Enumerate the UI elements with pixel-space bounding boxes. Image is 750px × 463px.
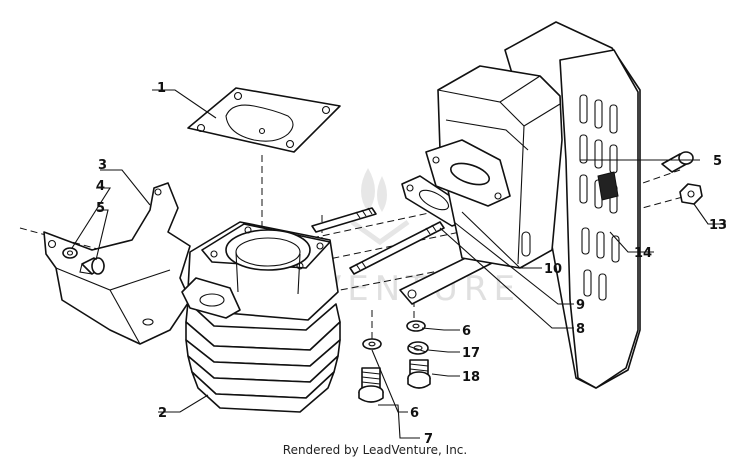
callout-7: 7	[424, 432, 433, 447]
cylinder	[181, 221, 341, 413]
screw-right	[661, 151, 694, 173]
callout-4: 4	[96, 179, 105, 194]
bolt-lower-left	[358, 367, 384, 403]
cylinder-gasket	[187, 87, 341, 153]
nut	[679, 183, 703, 205]
callout-10: 10	[544, 262, 562, 277]
callout-18: 18	[462, 370, 480, 385]
callout-5-left: 5	[96, 201, 105, 216]
callout-8: 8	[576, 322, 585, 337]
callout-13: 13	[709, 218, 727, 233]
callout-5-right: 5	[713, 154, 722, 169]
callout-6-right: 6	[462, 324, 471, 339]
heat-shield	[43, 182, 191, 345]
muffler	[425, 65, 563, 269]
lock-washer	[407, 341, 429, 355]
studs	[311, 207, 445, 275]
callout-6-left: 6	[410, 406, 419, 421]
callout-2: 2	[158, 406, 167, 421]
callout-labels: 1 2 3 4 5 5 6 6 7 8 9 10 13 14 17 18	[96, 81, 727, 447]
callout-1: 1	[157, 81, 166, 96]
washer-lower-left	[362, 338, 382, 350]
render-credit: Rendered by LeadVenture, Inc.	[282, 443, 468, 457]
callout-14: 14	[634, 246, 652, 261]
washer-lower-right	[406, 320, 426, 332]
leader-lines	[71, 89, 726, 439]
washer-left	[62, 247, 78, 259]
bolt-lower-right	[407, 359, 431, 389]
cylinder-fins	[185, 301, 341, 413]
callout-17: 17	[462, 346, 480, 361]
callout-9: 9	[576, 298, 585, 313]
callout-3: 3	[98, 158, 107, 173]
screw-left	[79, 257, 105, 275]
